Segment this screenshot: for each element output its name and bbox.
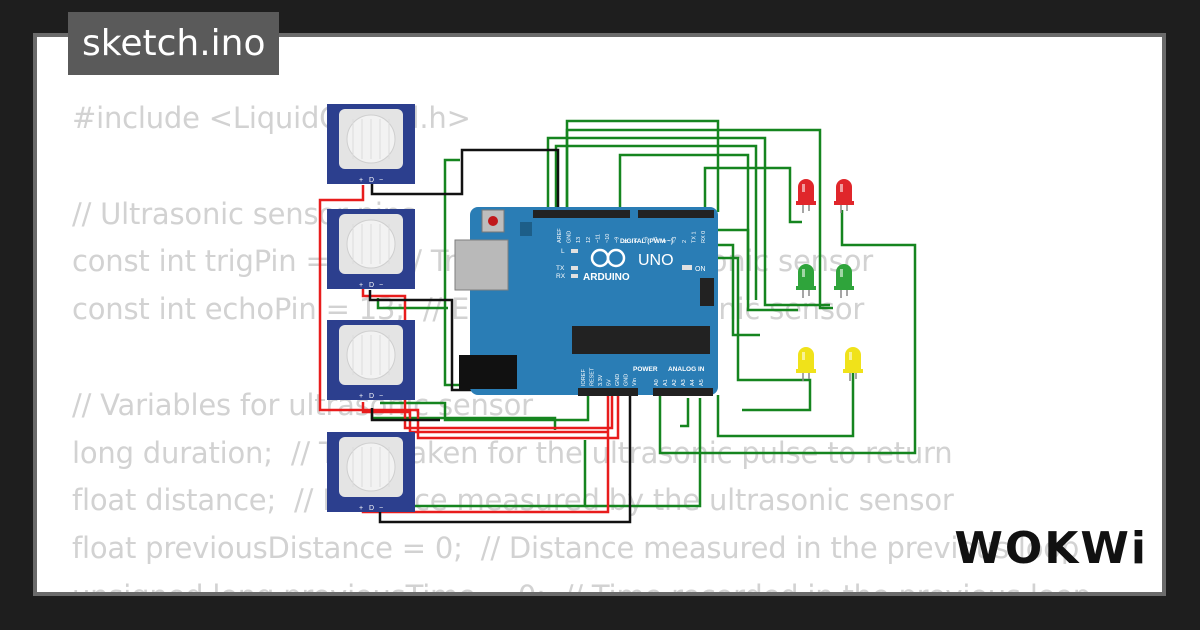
led-green[interactable] bbox=[796, 264, 816, 298]
sensor-pin-label: − bbox=[379, 393, 383, 400]
sensor-pin-label: D bbox=[369, 177, 374, 184]
pin-label: 2 bbox=[682, 240, 688, 243]
pir-sensor: +D−+D− bbox=[327, 104, 415, 184]
led-l-label: L bbox=[561, 248, 565, 255]
pin-label: TX 1 bbox=[691, 231, 697, 243]
led-rx-label: RX bbox=[556, 273, 566, 280]
sensor-pin-label: + bbox=[359, 177, 363, 184]
atmega-chip bbox=[572, 326, 710, 354]
pin-label: A4 bbox=[690, 379, 696, 386]
pin-label: A3 bbox=[681, 379, 687, 386]
pin-label: GND bbox=[567, 231, 573, 243]
pin-label: ~9 bbox=[615, 237, 621, 243]
board-brand: ARDUINO bbox=[583, 272, 630, 283]
pin-label: RESET bbox=[590, 367, 596, 386]
sensor-pin-label: + bbox=[359, 393, 363, 400]
on-label: ON bbox=[695, 266, 706, 273]
digital-label: DIGITAL (PWM ~) bbox=[620, 238, 673, 245]
pin-label: 12 bbox=[586, 237, 592, 243]
pir-sensor: +D−+D− bbox=[327, 209, 415, 289]
pin-label: ~6 bbox=[643, 237, 649, 243]
pin-label: IOREF bbox=[581, 369, 587, 386]
pin-label: Vin bbox=[632, 378, 638, 386]
analog-label: ANALOG IN bbox=[668, 366, 705, 373]
code-line: unsigned long previousTime = 0; // Time … bbox=[72, 578, 1092, 596]
pin-label: ~5 bbox=[653, 237, 659, 243]
sensor-pin-label: D bbox=[369, 505, 374, 512]
pin-label: 8 bbox=[624, 240, 630, 243]
pin-label: AREF bbox=[557, 228, 563, 243]
sensor-pin-label: − bbox=[379, 505, 383, 512]
pin-label: 4 bbox=[663, 240, 669, 243]
sensor-pin-label: D bbox=[369, 393, 374, 400]
led-red[interactable] bbox=[796, 179, 816, 213]
pin-label: GND bbox=[615, 374, 621, 386]
sensor-modules: +D−+D−+D−+D−+D−+D−+D−+D− bbox=[327, 104, 415, 512]
led-red[interactable] bbox=[834, 179, 854, 213]
power-label: POWER bbox=[633, 366, 658, 373]
led-yellow[interactable] bbox=[843, 347, 863, 381]
pin-label: A2 bbox=[672, 379, 678, 386]
sensor-pin-label: − bbox=[379, 282, 383, 289]
sketch-title-tab[interactable]: sketch.ino bbox=[68, 12, 280, 75]
pin-label: RX 0 bbox=[701, 231, 707, 243]
pin-label: A5 bbox=[699, 379, 705, 386]
sensor-pin-label: − bbox=[379, 177, 383, 184]
code-line: float previousDistance = 0; // Distance … bbox=[72, 531, 1080, 566]
arduino-uno-board: ARDUINO UNO DIGITAL (PWM ~) POWER ANALOG… bbox=[454, 207, 718, 396]
sensor-pin-label: + bbox=[359, 505, 363, 512]
usb-connector bbox=[454, 239, 509, 291]
pir-sensor: +D−+D− bbox=[327, 432, 415, 512]
pin-label: 3.3V bbox=[598, 374, 604, 386]
pin-label: A0 bbox=[654, 379, 660, 386]
pin-label: 5V bbox=[607, 379, 613, 386]
pin-label: 7 bbox=[634, 240, 640, 243]
sensor-pin-label: + bbox=[359, 282, 363, 289]
wokwi-logo: WOKWi bbox=[954, 523, 1148, 574]
pin-label: GND bbox=[624, 374, 630, 386]
led-tx-label: TX bbox=[556, 265, 565, 272]
pin-label: ~11 bbox=[595, 234, 601, 243]
power-jack bbox=[459, 355, 517, 389]
sensor-pin-label: D bbox=[369, 282, 374, 289]
pin-label: ~3 bbox=[672, 237, 678, 243]
pir-sensor: +D−+D− bbox=[327, 320, 415, 400]
led-array bbox=[796, 179, 863, 381]
pin-label: A1 bbox=[663, 379, 669, 386]
led-yellow[interactable] bbox=[796, 347, 816, 381]
board-model: UNO bbox=[638, 252, 674, 269]
pin-label: ~10 bbox=[605, 234, 611, 243]
pin-label: 13 bbox=[576, 237, 582, 243]
led-green[interactable] bbox=[834, 264, 854, 298]
